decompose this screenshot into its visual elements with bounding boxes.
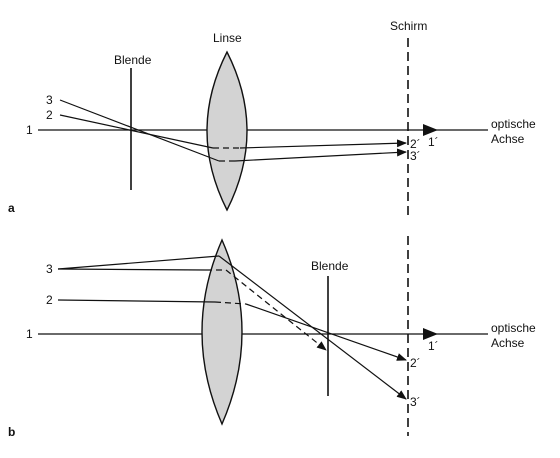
- image-label-1-a: 1´: [428, 135, 439, 149]
- axis-label-line1-a: optische: [491, 117, 536, 131]
- ray-label-3-a: 3: [46, 93, 53, 107]
- lens-label-a: Linse: [213, 31, 242, 45]
- screen-label-a: Schirm: [390, 19, 427, 33]
- aperture-label-b: Blende: [311, 259, 349, 273]
- panel-label-b: b: [8, 425, 15, 439]
- aperture-label-a: Blende: [114, 53, 152, 67]
- ray-3-b-lower-incoming: [57, 268, 207, 271]
- ray-2-a-incoming: [59, 114, 214, 149]
- ray-2-b-inside-lens: [214, 301, 247, 305]
- axis-label-line2-a: Achse: [491, 132, 525, 146]
- panel-a: Blende Linse Schirm 3 2 1 2´ 1´ 3´ optis…: [8, 19, 536, 220]
- image-label-2-a: 2´: [410, 137, 421, 151]
- ray-2-b-incoming: [57, 299, 216, 303]
- axis-arrow-b: [423, 328, 438, 340]
- ray-label-3-b: 3: [46, 262, 53, 276]
- ray-3-a-outgoing: [234, 148, 407, 162]
- image-label-2-b: 2´: [410, 356, 421, 370]
- ray-label-2-b: 2: [46, 293, 53, 307]
- ray-label-2-a: 2: [46, 108, 53, 122]
- axis-label-line2-b: Achse: [491, 336, 525, 350]
- ray-label-1-a: 1: [26, 123, 33, 137]
- axis-label-line1-b: optische: [491, 321, 536, 335]
- lens-b: [201, 238, 243, 426]
- ray-label-1-b: 1: [26, 327, 33, 341]
- axis-arrow-a: [423, 124, 438, 136]
- image-label-3-a: 3´: [410, 149, 421, 163]
- image-label-1-b: 1´: [428, 339, 439, 353]
- panel-label-a: a: [8, 201, 15, 215]
- ray-3-b-lower-outgoing: [225, 269, 327, 351]
- panel-b: Blende 3 2 1 1´ 2´ 3´ optische Achse b: [8, 236, 536, 439]
- ray-2-b-outgoing: [245, 303, 407, 361]
- ray-3-a-incoming: [59, 99, 220, 162]
- ray-3-b-upper-incoming: [57, 255, 220, 270]
- ray-2-a-outgoing: [239, 139, 407, 149]
- image-label-3-b: 3´: [410, 395, 421, 409]
- lens-a: [206, 50, 248, 212]
